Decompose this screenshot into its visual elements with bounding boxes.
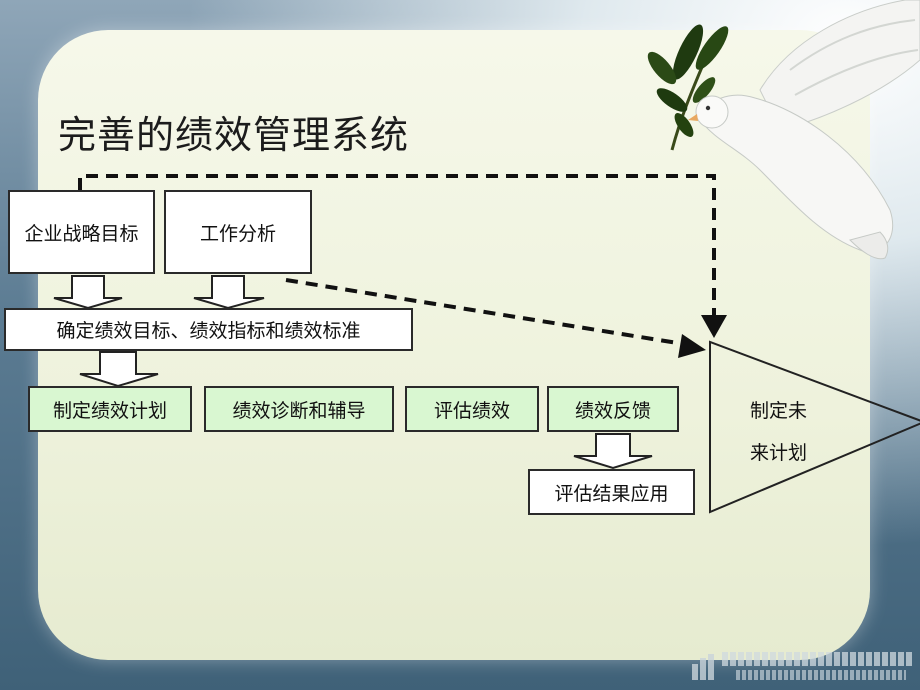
future-plan-line-2: 来计划: [750, 442, 808, 464]
future-plan-line-1: 制定未: [750, 400, 808, 422]
strategic-goals-label: 企业战略目标: [24, 222, 139, 245]
future-plan-label: 制定未 来计划: [750, 390, 807, 474]
watermark-url: [736, 670, 906, 680]
block-arrow-feedback: [573, 433, 653, 470]
job-analysis-label: 工作分析: [199, 222, 276, 245]
block-arrow-goal: [79, 351, 159, 388]
slide-title: 完善的绩效管理系统: [58, 113, 410, 157]
dashed-arrowhead-down: [701, 315, 727, 338]
job-analysis-dashed-line: [285, 278, 691, 347]
strategic-goals-box: 企业战略目标: [8, 190, 155, 274]
animation-factory-logo-icon: [692, 654, 714, 680]
strategy-feedback-dashed-line: [78, 174, 716, 318]
step-label-coaching: 绩效诊断和辅导: [232, 399, 366, 422]
step-box-coaching: 绩效诊断和辅导: [204, 386, 394, 432]
block-arrow-strategy: [53, 275, 123, 310]
step-label-feedback: 绩效反馈: [574, 399, 651, 422]
performance-goal-label: 确定绩效目标、绩效指标和绩效标准: [56, 320, 361, 342]
step-box-feedback: 绩效反馈: [547, 386, 679, 432]
step-box-evaluate: 评估绩效: [405, 386, 539, 432]
result-application-box: 评估结果应用: [528, 469, 695, 515]
performance-goal-bar: 确定绩效目标、绩效指标和绩效标准: [4, 308, 413, 351]
step-label-evaluate: 评估绩效: [433, 399, 510, 422]
result-application-label: 评估结果应用: [554, 482, 669, 505]
block-arrow-job-analysis: [193, 275, 265, 310]
step-label-plan: 制定绩效计划: [52, 399, 167, 422]
job-analysis-box: 工作分析: [164, 190, 312, 274]
step-box-plan: 制定绩效计划: [28, 386, 192, 432]
dashed-arrowhead-right: [678, 334, 706, 358]
watermark-brand: [722, 652, 912, 666]
future-plan-triangle: [709, 340, 920, 514]
